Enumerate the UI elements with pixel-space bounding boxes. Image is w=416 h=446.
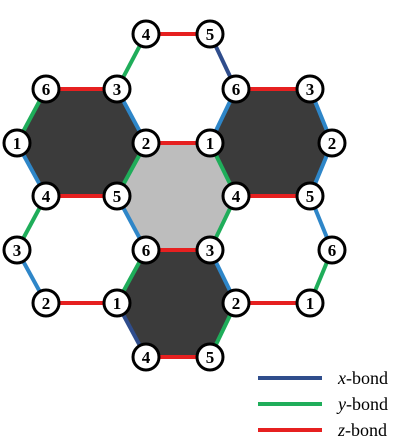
site-circle [131,19,161,49]
site-circle [31,181,61,211]
site-n13: 4 [221,181,251,211]
site-n7: 1 [2,128,32,158]
site-n14: 5 [295,181,325,211]
site-circle [131,128,161,158]
hexagon-bottom [117,250,236,357]
site-circle [295,288,325,318]
site-circle [102,74,132,104]
site-n10: 2 [317,128,347,158]
hexagon-center [117,143,236,250]
site-n22: 1 [295,288,325,318]
legend: x-bond y-bond z-bond [258,368,388,440]
site-n1: 4 [131,19,161,49]
site-circle [31,74,61,104]
site-n24: 5 [195,342,225,372]
site-label: 6 [328,241,337,260]
site-circle [195,342,225,372]
site-label: 6 [232,80,241,99]
site-label: 1 [13,134,22,153]
site-label: 3 [306,80,315,99]
site-circle [295,74,325,104]
site-n4: 3 [102,74,132,104]
site-n23: 4 [131,342,161,372]
site-n8: 2 [131,128,161,158]
site-n11: 4 [31,181,61,211]
site-n21: 2 [221,288,251,318]
legend-label-x: x-bond [337,368,388,388]
site-n12: 5 [102,181,132,211]
site-label: 1 [113,294,122,313]
site-label: 6 [142,241,151,260]
site-label: 5 [206,25,215,44]
site-circle [221,74,251,104]
site-circle [31,288,61,318]
site-n9: 1 [195,128,225,158]
site-n5: 6 [221,74,251,104]
site-label: 2 [232,294,241,313]
site-circle [195,19,225,49]
legend-label-y: y-bond [336,394,388,414]
site-n6: 3 [295,74,325,104]
site-circle [2,235,32,265]
site-label: 4 [142,348,151,367]
site-circle [131,235,161,265]
site-circle [317,128,347,158]
site-label: 3 [113,80,122,99]
site-label: 5 [113,187,122,206]
site-label: 4 [232,187,241,206]
site-n18: 6 [317,235,347,265]
site-n3: 6 [31,74,61,104]
site-circle [195,235,225,265]
site-circle [221,181,251,211]
site-n16: 6 [131,235,161,265]
legend-label-z: z-bond [337,420,387,440]
site-n20: 1 [102,288,132,318]
site-n17: 3 [195,235,225,265]
site-label: 5 [306,187,315,206]
site-label: 4 [42,187,51,206]
hexagon-top-right [210,89,332,196]
site-n15: 3 [2,235,32,265]
site-n2: 5 [195,19,225,49]
site-label: 3 [206,241,215,260]
site-n19: 2 [31,288,61,318]
site-label: 3 [13,241,22,260]
site-circle [295,181,325,211]
site-circle [102,288,132,318]
site-label: 5 [206,348,215,367]
site-layer: 4 5 6 3 6 3 1 2 1 2 4 5 4 5 3 6 3 6 2 1 2 1 4 5 [2,19,347,372]
site-label: 4 [142,25,151,44]
site-circle [102,181,132,211]
site-circle [2,128,32,158]
site-label: 2 [142,134,151,153]
site-circle [195,128,225,158]
site-label: 1 [306,294,315,313]
site-circle [131,342,161,372]
site-label: 2 [42,294,51,313]
site-label: 6 [42,80,51,99]
site-label: 2 [328,134,337,153]
site-circle [221,288,251,318]
site-label: 1 [206,134,215,153]
hexagon-layer [17,89,332,357]
site-circle [317,235,347,265]
hexagon-top-left [17,89,146,196]
